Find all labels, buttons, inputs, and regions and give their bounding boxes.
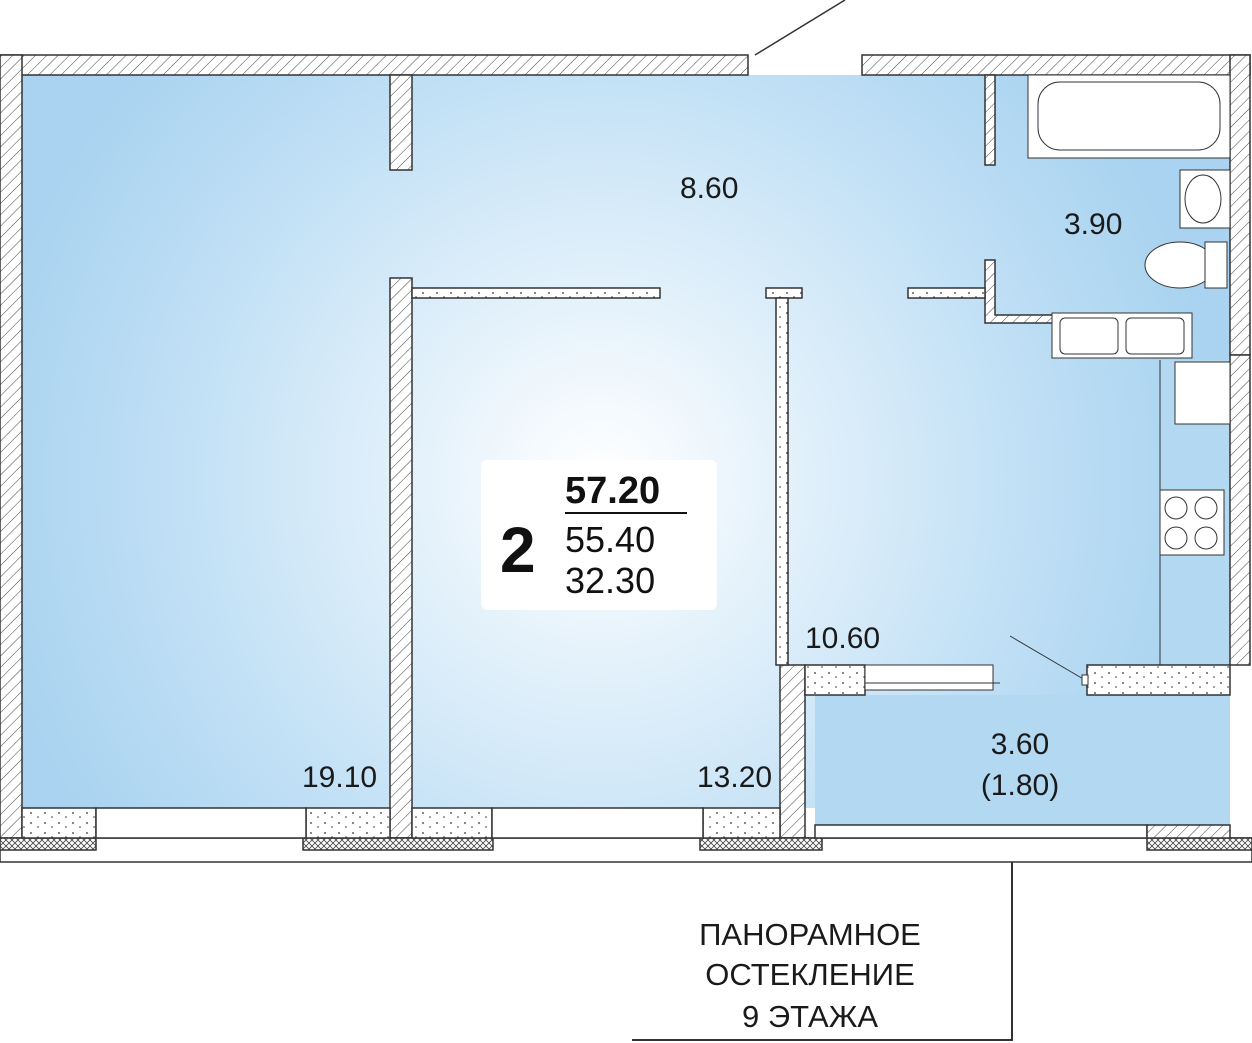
room-area-corridor: 8.60	[680, 172, 738, 205]
caption-line-3: 9 ЭТАЖА	[742, 999, 878, 1034]
room-area-balcony: 3.60	[991, 728, 1049, 761]
room-area-bathroom: 3.90	[1064, 208, 1122, 241]
area-without-balcony: 55.40	[565, 519, 655, 560]
balcony-floor	[815, 695, 1230, 825]
bathtub-icon	[1027, 74, 1231, 159]
room-area-bedroom: 13.20	[697, 761, 772, 794]
room-area-living: 19.10	[302, 761, 377, 794]
room-area-balcony-reduced: (1.80)	[981, 769, 1059, 802]
outer-walls	[0, 54, 1251, 841]
stove-icon	[1159, 489, 1225, 556]
total-area: 57.20	[565, 470, 660, 512]
rooms-count: 2	[500, 514, 536, 586]
caption-line-2: ОСТЕКЛЕНИЕ	[705, 957, 915, 992]
caption-line-1: ПАНОРАМНОЕ	[699, 917, 921, 952]
partitions	[411, 287, 1231, 696]
area-summary-box: 2 57.20 55.40 32.30	[481, 460, 717, 610]
room-area-kitchen: 10.60	[805, 622, 880, 655]
window-strip	[0, 807, 1252, 863]
sink-icon	[1179, 169, 1231, 229]
toilet-icon	[1144, 241, 1228, 289]
living-area: 32.30	[565, 560, 655, 601]
apartment-floor	[22, 75, 1230, 808]
washer-icon	[1051, 312, 1193, 359]
